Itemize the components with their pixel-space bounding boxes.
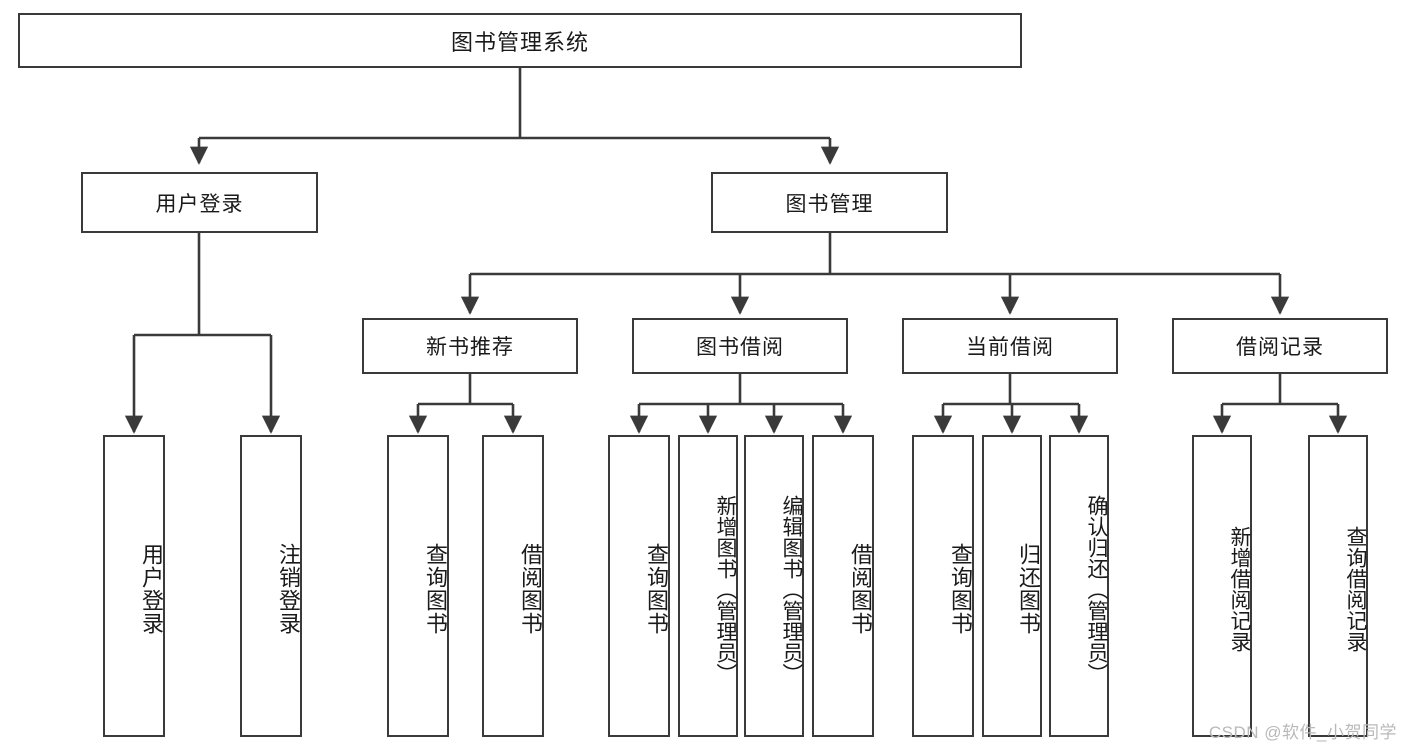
leaf-logout[interactable]: 注销登录 <box>240 435 302 737</box>
leaf-borrow-query-book[interactable]: 查询图书 <box>608 435 670 737</box>
node-label: 归还图书 <box>1016 543 1041 635</box>
node-label: 编辑图书（管理员） <box>780 494 803 684</box>
node-label: 图书借阅 <box>696 336 784 359</box>
leaf-newbook-borrow-book[interactable]: 借阅图书 <box>482 435 544 737</box>
leaf-current-query-book[interactable]: 查询图书 <box>912 435 974 737</box>
node-label: 当前借阅 <box>966 336 1054 359</box>
node-new-book-recommend[interactable]: 新书推荐 <box>362 318 578 374</box>
node-label: 用户登录 <box>155 192 244 216</box>
node-label: 新增借阅记录 <box>1228 526 1251 652</box>
node-label: 确认归还（管理员） <box>1085 494 1108 684</box>
node-label: 注销登录 <box>276 543 301 635</box>
node-label: 查询图书 <box>423 543 448 635</box>
leaf-user-login[interactable]: 用户登录 <box>103 435 165 737</box>
node-label: 新增图书（管理员） <box>714 494 737 684</box>
node-book-management[interactable]: 图书管理 <box>711 172 948 233</box>
node-label: 借阅图书 <box>518 543 543 635</box>
node-label: 图书管理 <box>785 192 874 216</box>
leaf-record-query-record[interactable]: 查询借阅记录 <box>1308 435 1368 737</box>
node-label: 用户登录 <box>139 543 164 635</box>
watermark: CSDN @软件_小贺同学 <box>1208 723 1397 742</box>
node-label: 查询借阅记录 <box>1344 526 1367 652</box>
leaf-borrow-edit-book-admin[interactable]: 编辑图书（管理员） <box>744 435 804 737</box>
node-current-borrow[interactable]: 当前借阅 <box>902 318 1118 374</box>
node-label: 查询图书 <box>948 543 973 635</box>
leaf-borrow-add-book-admin[interactable]: 新增图书（管理员） <box>678 435 738 737</box>
node-label: 查询图书 <box>644 543 669 635</box>
node-label: 借阅图书 <box>848 543 873 635</box>
node-book-borrow[interactable]: 图书借阅 <box>632 318 848 374</box>
leaf-record-add-record[interactable]: 新增借阅记录 <box>1192 435 1252 737</box>
node-label: 新书推荐 <box>426 336 514 359</box>
node-label: 图书管理系统 <box>450 29 589 55</box>
leaf-current-confirm-return-admin[interactable]: 确认归还（管理员） <box>1049 435 1109 737</box>
node-borrow-record[interactable]: 借阅记录 <box>1172 318 1388 374</box>
leaf-current-return-book[interactable]: 归还图书 <box>982 435 1042 737</box>
node-root-system[interactable]: 图书管理系统 <box>18 13 1022 68</box>
node-label: 借阅记录 <box>1236 336 1324 359</box>
leaf-newbook-query-book[interactable]: 查询图书 <box>387 435 449 737</box>
leaf-borrow-borrow-book[interactable]: 借阅图书 <box>812 435 874 737</box>
node-user-login[interactable]: 用户登录 <box>81 172 318 233</box>
